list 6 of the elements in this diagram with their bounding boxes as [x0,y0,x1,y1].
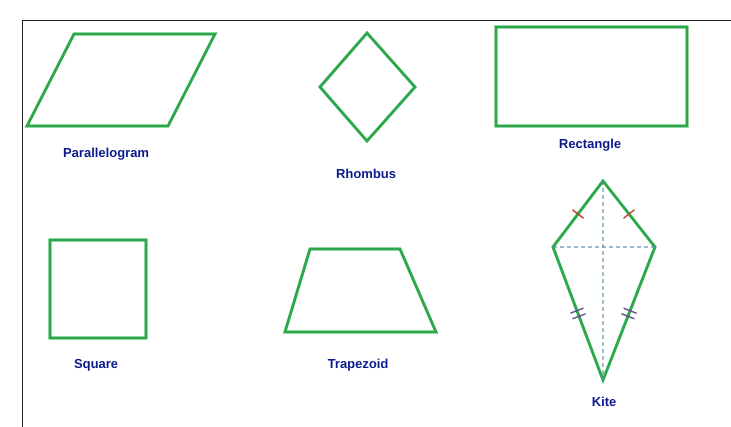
shape-name: Kite [592,394,616,409]
shape-name: Square [74,356,118,371]
shape-name: Rhombus [336,166,396,181]
shape-name: Rectangle [558,136,622,151]
shape-name: Trapezoid [328,356,388,371]
shape-name: Parallelogram [63,145,149,160]
